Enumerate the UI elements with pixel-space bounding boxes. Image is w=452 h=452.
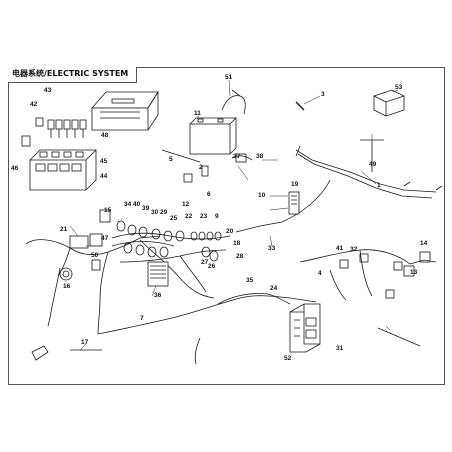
callout-38-top: 38 <box>256 153 264 160</box>
callout-37: 37 <box>233 153 241 160</box>
callout-20: 20 <box>226 228 234 235</box>
callout-1: 1 <box>377 182 381 189</box>
callout-53: 53 <box>395 84 403 91</box>
callout-26: 26 <box>208 263 216 270</box>
part-15 <box>31 345 49 361</box>
callout-16: 16 <box>63 283 71 290</box>
callout-25: 25 <box>170 215 178 222</box>
callout-13: 13 <box>410 269 418 276</box>
diagram-frame <box>8 67 445 385</box>
callout-22: 22 <box>185 213 193 220</box>
cable-lower <box>194 337 201 365</box>
control-box-part <box>289 303 321 353</box>
callout-46: 46 <box>11 165 19 172</box>
callout-29: 29 <box>160 209 168 216</box>
callout-40: 40 <box>133 201 141 208</box>
callout-49: 49 <box>369 161 377 168</box>
callout-9: 9 <box>215 213 219 220</box>
regulator-part <box>288 191 300 215</box>
sensor-part <box>161 149 253 183</box>
leader-lines <box>69 79 399 351</box>
fuse-box-cover <box>91 90 159 131</box>
relay-53-part <box>373 89 405 117</box>
callout-42: 42 <box>30 101 38 108</box>
bolt-part <box>295 101 305 111</box>
diagram-title: 电器系统/ELECTRIC SYSTEM <box>12 69 129 78</box>
relays-part <box>21 117 87 147</box>
callout-36: 36 <box>154 292 162 299</box>
callout-27: 27 <box>201 259 209 266</box>
callout-5: 5 <box>169 156 173 163</box>
callout-39: 39 <box>142 205 150 212</box>
callout-2: 2 <box>199 164 203 171</box>
callout-23: 23 <box>200 213 208 220</box>
callout-12: 12 <box>182 201 190 208</box>
horn-part <box>59 267 73 281</box>
callout-18: 18 <box>233 240 241 247</box>
callout-52: 52 <box>284 355 292 362</box>
title-box: 电器系统/ELECTRIC SYSTEM <box>8 67 137 83</box>
callout-51: 51 <box>225 74 233 81</box>
callout-28: 28 <box>236 253 244 260</box>
callout-19: 19 <box>291 181 299 188</box>
callout-17: 17 <box>81 339 89 346</box>
callout-3: 3 <box>321 91 325 98</box>
callout-24: 24 <box>270 285 278 292</box>
callout-41: 41 <box>336 245 344 252</box>
callout-32: 32 <box>350 246 358 253</box>
callout-14: 14 <box>420 240 428 247</box>
switch-cluster <box>69 209 111 271</box>
callout-33: 33 <box>268 245 276 252</box>
callout-11: 11 <box>194 110 201 117</box>
fuse-box-part <box>29 149 97 191</box>
callout-47: 47 <box>101 235 109 242</box>
battery-part <box>189 117 237 155</box>
cable-38 <box>377 327 421 347</box>
callout-15: 15 <box>104 207 112 214</box>
callout-30: 30 <box>151 209 159 216</box>
callout-6: 6 <box>207 191 211 198</box>
callout-50: 50 <box>91 252 99 259</box>
harness-right <box>299 249 437 301</box>
callout-35: 35 <box>246 277 254 284</box>
connectors-row <box>116 220 222 262</box>
main-harness-left <box>25 235 317 335</box>
callout-31: 31 <box>336 345 344 352</box>
cable-24 <box>217 293 291 305</box>
callout-45: 45 <box>100 158 108 165</box>
ecu-part <box>147 261 169 287</box>
callout-7: 7 <box>140 315 144 322</box>
callout-21: 21 <box>60 226 68 233</box>
callout-34: 34 <box>124 201 132 208</box>
callout-10: 10 <box>258 192 266 199</box>
callout-43-top: 43 <box>44 87 52 94</box>
main-harness-upper <box>235 145 443 233</box>
callout-48: 48 <box>101 132 109 139</box>
callout-4: 4 <box>318 270 322 277</box>
callout-44: 44 <box>100 173 108 180</box>
